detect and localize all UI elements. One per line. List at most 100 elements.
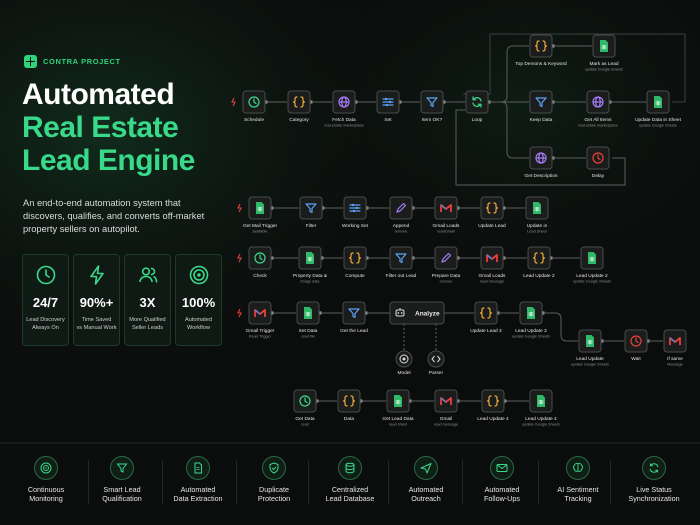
workflow-node[interactable]: Keep Data	[529, 90, 553, 123]
mail-icon	[490, 456, 514, 480]
node-label: Item OK?	[422, 117, 443, 123]
node-label: Filter	[306, 223, 317, 229]
filter-icon	[535, 97, 547, 108]
node-label: Lead Update 2	[523, 273, 555, 279]
node-sublabel: readGmail	[437, 230, 455, 234]
node-label: Working Set	[342, 223, 369, 229]
node-label: Lead Update 3	[515, 328, 547, 334]
filter-icon	[348, 308, 360, 319]
workflow-node[interactable]: Model	[395, 350, 413, 376]
globe-icon	[535, 152, 547, 164]
workflow-node[interactable]: Check	[248, 246, 272, 279]
shield-check-icon	[262, 456, 286, 480]
workflow-node[interactable]: Compute	[343, 246, 367, 279]
node-label: Loop	[472, 117, 483, 123]
parser-icon	[431, 355, 441, 363]
workflow-node[interactable]: Update Lead	[478, 196, 506, 229]
node-label: Data	[344, 416, 354, 422]
node-label: Lead Update 4	[477, 416, 509, 422]
clock-icon	[254, 252, 266, 264]
node-box	[480, 196, 504, 220]
filter-icon	[426, 97, 438, 108]
workflow-node[interactable]: Lead Update 2	[523, 246, 555, 279]
sheet-icon	[527, 307, 535, 319]
edge	[489, 101, 529, 159]
node-label: Keep Data	[530, 117, 553, 123]
workflow-node[interactable]: Item OK?	[420, 90, 444, 123]
workflow-node[interactable]: Delay	[586, 146, 610, 179]
node-sublabel: Lead Sheet	[527, 230, 547, 234]
users-icon	[138, 267, 157, 283]
workflow-node[interactable]: Set	[376, 90, 400, 123]
sheet-icon	[306, 252, 314, 264]
workflow-node[interactable]: Property Data &Image data	[293, 246, 328, 284]
workflow-node[interactable]: Get the Lead	[340, 301, 368, 334]
workflow-node[interactable]: Lead Update 4	[477, 389, 509, 422]
code-icon	[348, 252, 362, 264]
code-icon	[292, 96, 306, 108]
workflow-node[interactable]: Wait	[624, 329, 648, 362]
workflow-node[interactable]: Update Lead 3	[470, 301, 502, 334]
node-box	[529, 34, 553, 58]
code-icon	[534, 40, 548, 52]
workflow-node[interactable]: Loop	[465, 90, 489, 123]
node-label: Lead Update 2	[576, 273, 608, 279]
workflow-node[interactable]: Parser	[427, 350, 445, 376]
node-box	[529, 90, 553, 114]
loop-icon	[472, 96, 482, 108]
title-line-3: Lead Engine	[22, 144, 195, 177]
clock-red-icon	[630, 335, 642, 347]
node-sublabel: read message	[480, 280, 504, 284]
workflow-node[interactable]: Filter out Lead	[386, 246, 417, 279]
workflow-node[interactable]: Schedule	[242, 90, 266, 123]
node-box	[420, 90, 444, 114]
footer-divider	[236, 460, 237, 504]
clock-icon	[36, 265, 55, 285]
workflow-node[interactable]: Get Description	[524, 146, 558, 179]
brain-icon	[566, 456, 590, 480]
node-sublabel: update Google Sheets	[571, 363, 609, 367]
workflow-node[interactable]: Top Demons & Keyword	[515, 34, 567, 67]
workflow-node[interactable]: Data	[337, 389, 361, 422]
sync-icon	[642, 456, 666, 480]
workflow-node[interactable]: Working Set	[342, 196, 369, 229]
workflow-node[interactable]: Filter	[299, 196, 323, 229]
node-box	[287, 90, 311, 114]
model-icon	[399, 354, 409, 364]
node-label: Schedule	[244, 117, 264, 123]
node-box	[465, 90, 489, 114]
node-label: Gmail Loads	[433, 223, 461, 229]
sheet-icon	[588, 252, 596, 264]
node-label: Get Lead Data	[382, 416, 414, 422]
radar-icon	[34, 456, 58, 480]
footer-divider	[308, 460, 309, 504]
workflow-node[interactable]: Analyze	[389, 301, 445, 325]
node-box	[389, 196, 413, 220]
workflow-node[interactable]: Category	[287, 90, 311, 123]
description: An end-to-end automation system that dis…	[23, 198, 205, 234]
